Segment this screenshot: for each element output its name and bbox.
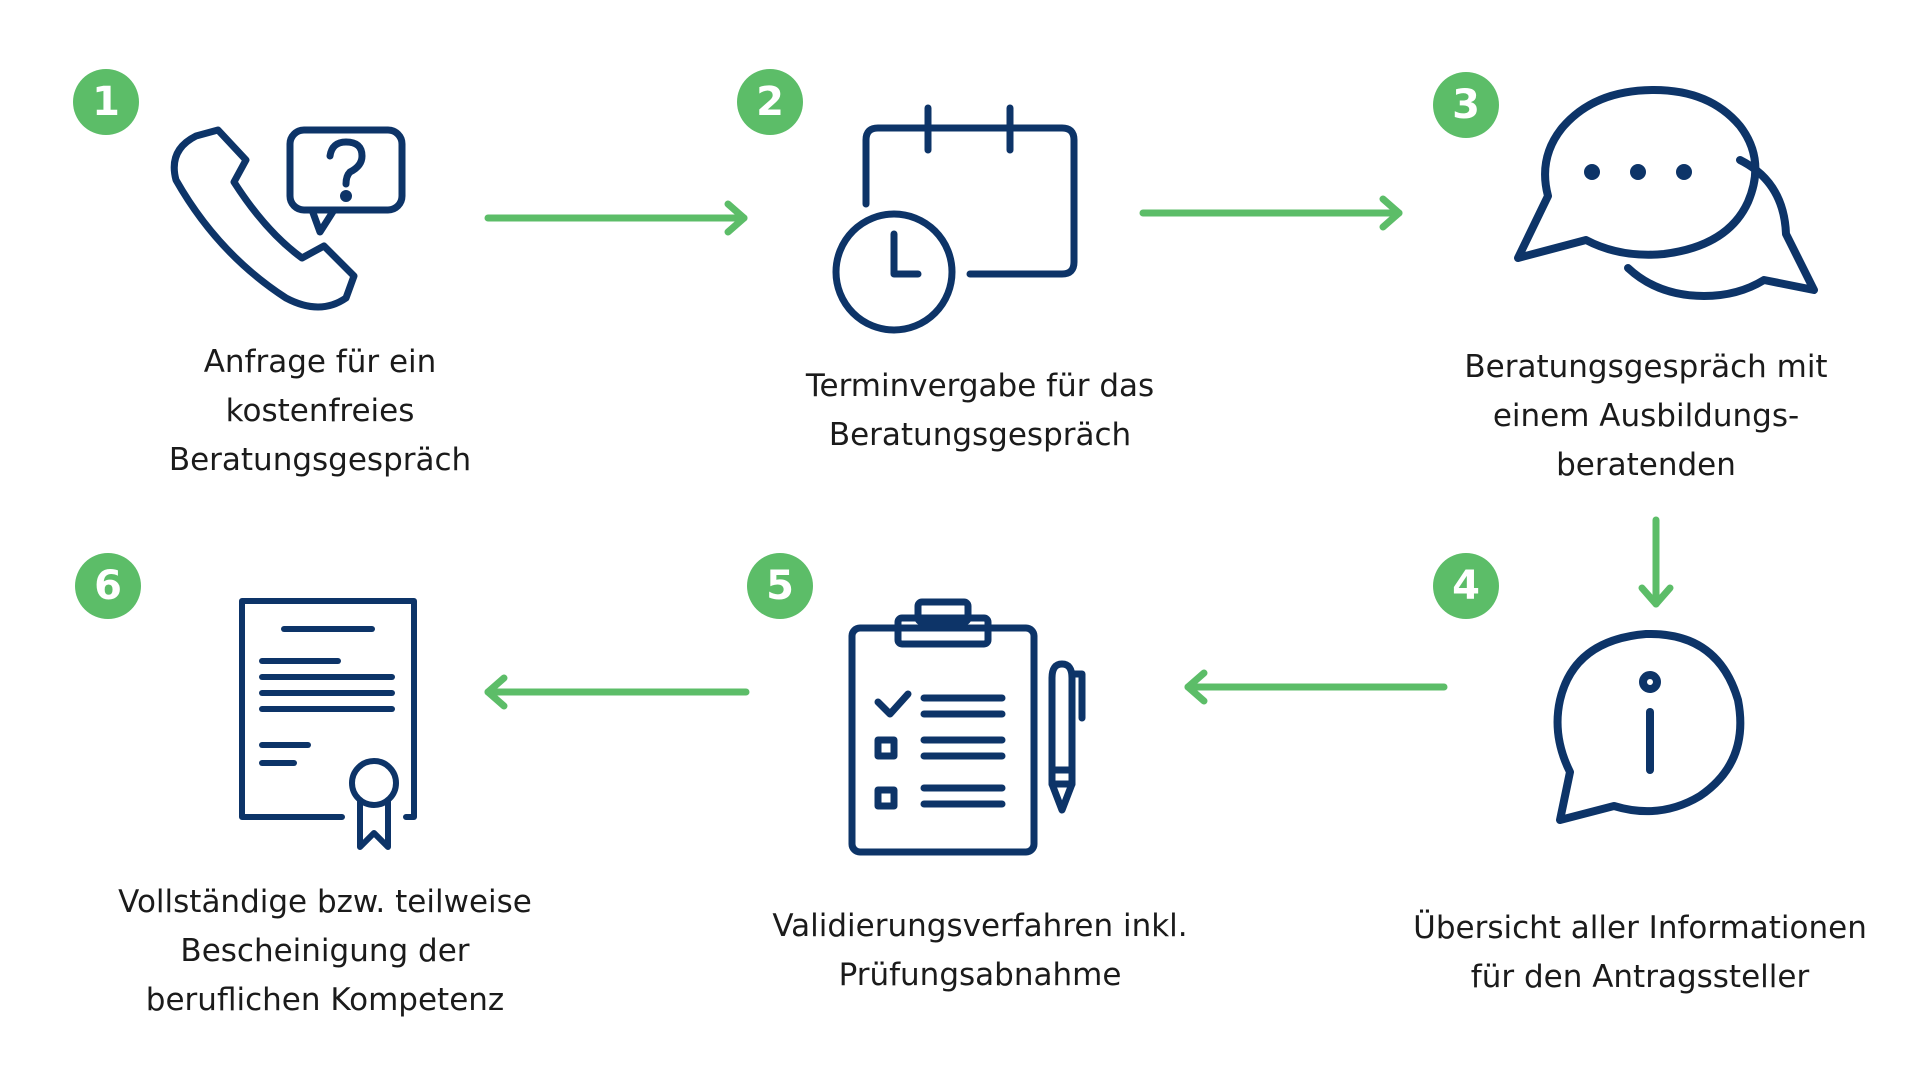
- step-5-badge: 5: [747, 553, 813, 619]
- step-4-label: Übersicht aller Informationen für den An…: [1413, 910, 1867, 995]
- chat-bubbles-icon: [1508, 84, 1818, 314]
- calendar-clock-icon: [830, 100, 1090, 340]
- step-2-label: Terminvergabe für das Beratungsgespräch: [805, 368, 1155, 453]
- step-2-badge: 2: [737, 69, 803, 135]
- step-4-badge: 4: [1433, 553, 1499, 619]
- phone-question-icon: [160, 120, 420, 320]
- step-1-label: Anfrage für ein kostenfreies Beratungsge…: [168, 344, 472, 478]
- step-5-label: Validierungsverfahren inkl. Prüfungsabna…: [772, 908, 1188, 993]
- arrow-2-to-3: [1139, 193, 1405, 233]
- step-6-label: Vollständige bzw. teilweise Bescheinigun…: [118, 884, 532, 1018]
- arrow-4-to-5: [1182, 667, 1448, 707]
- clipboard-checklist-icon: [848, 598, 1098, 858]
- step-6-badge: 6: [75, 553, 141, 619]
- certificate-document-icon: [238, 597, 418, 857]
- arrow-1-to-2: [484, 198, 750, 238]
- info-bubble-icon: [1550, 629, 1750, 830]
- step-3-label: Beratungsgespräch mit einem Ausbildungs-…: [1464, 349, 1828, 483]
- arrow-3-to-4: [1636, 516, 1676, 612]
- step-3-badge: 3: [1433, 72, 1499, 138]
- step-1-badge: 1: [73, 69, 139, 135]
- arrow-5-to-6: [482, 672, 750, 712]
